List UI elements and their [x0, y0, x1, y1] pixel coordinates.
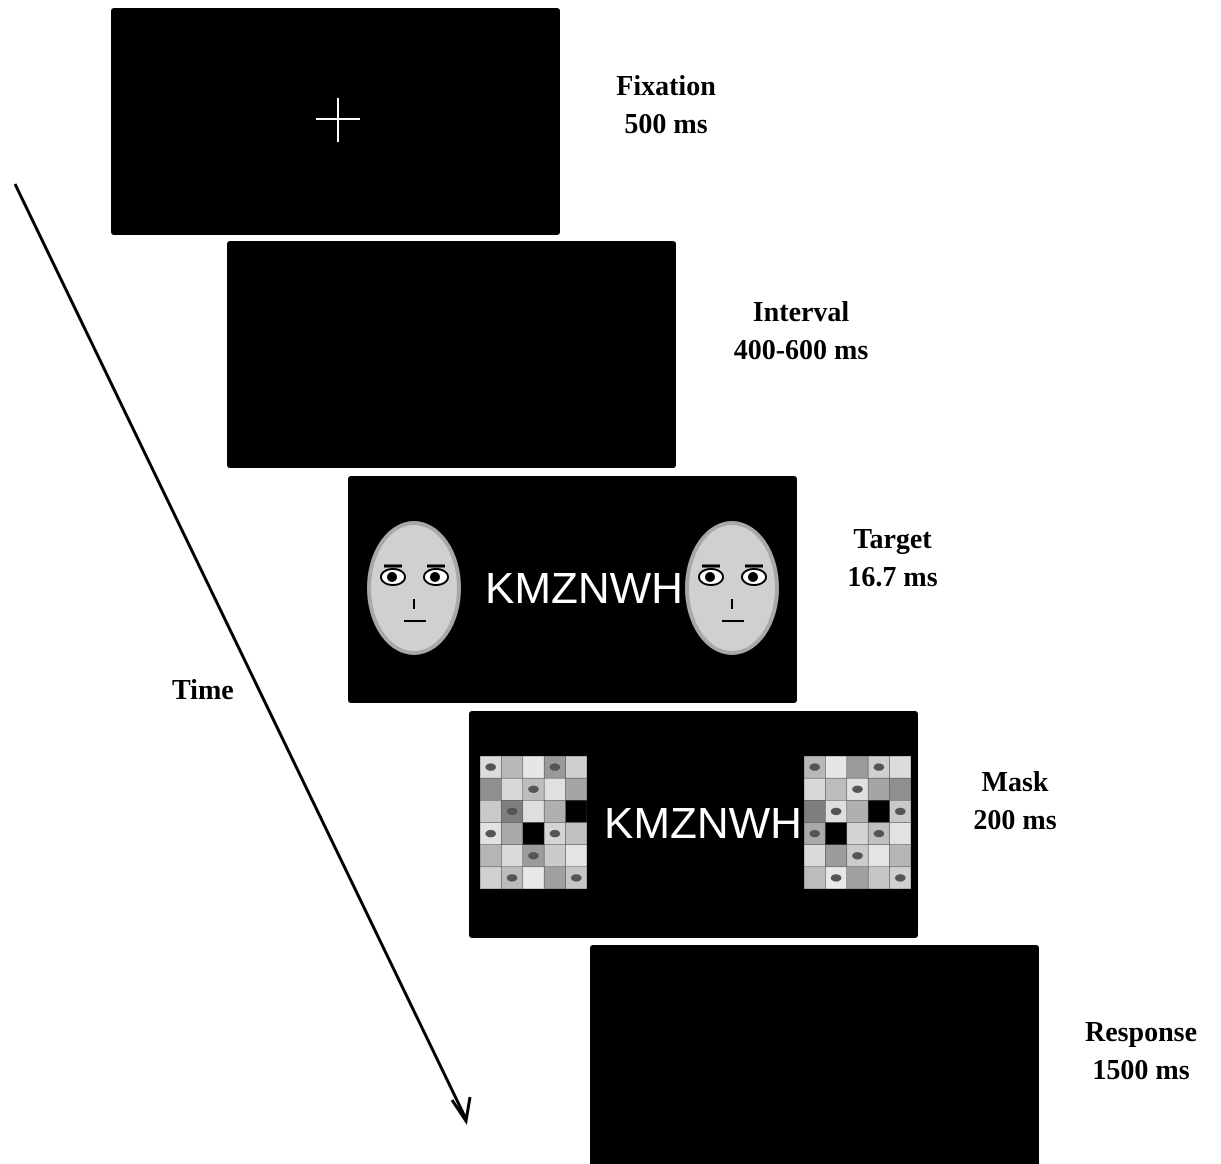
mask-tile — [480, 800, 502, 823]
mask-fragment — [528, 785, 539, 793]
mask-fragment — [852, 785, 863, 793]
fixation-screen — [111, 8, 560, 235]
mask-fragment — [571, 874, 582, 882]
mask-letter-string: KMZNWH — [604, 799, 802, 848]
mask-tile — [846, 822, 869, 845]
mask-tile — [543, 800, 566, 823]
mask-tile — [825, 777, 848, 801]
mask-fragment — [549, 763, 561, 771]
mask-fragment — [830, 807, 842, 816]
mask-tile — [889, 822, 911, 845]
stage-duration: 16.7 ms — [847, 562, 938, 593]
interval-screen — [227, 241, 676, 468]
time-label: Time — [172, 675, 234, 706]
stage-name: Interval — [752, 297, 850, 328]
mask-tile — [522, 756, 545, 779]
mask-tile — [543, 844, 566, 868]
mask-fragment — [506, 874, 518, 882]
mask-tile — [889, 844, 911, 868]
stage-name: Target — [853, 524, 932, 555]
mask-fragment — [852, 852, 863, 860]
fixation-cross-icon — [316, 98, 360, 142]
mask-tile — [825, 822, 848, 845]
mask-label: Mask 200 ms — [955, 764, 1075, 840]
mask-tile — [804, 777, 826, 801]
mask-tile — [480, 866, 502, 889]
stage-duration: 1500 ms — [1092, 1055, 1190, 1086]
mask-tile — [867, 777, 890, 801]
stage-duration: 400-600 ms — [733, 335, 869, 366]
mask-tile — [846, 756, 869, 779]
stage-name: Response — [1084, 1017, 1197, 1048]
mask-tile — [804, 800, 826, 823]
mask-fragment — [809, 829, 820, 838]
mask-tile — [889, 756, 911, 779]
mask-tile — [501, 777, 524, 801]
schematic-face-icon — [367, 521, 461, 655]
mask-tile — [480, 777, 502, 801]
mask-tile — [804, 844, 826, 868]
mask-fragment — [895, 874, 906, 882]
scrambled-face-mask-image — [480, 756, 587, 889]
mask-tile — [565, 844, 587, 868]
mask-tile — [543, 866, 566, 889]
schematic-face-icon — [685, 521, 779, 655]
mask-tile — [565, 777, 587, 801]
mask-tile — [565, 800, 587, 823]
mask-fragment — [485, 829, 496, 838]
target-label: Target 16.7 ms — [830, 521, 955, 597]
mask-tile — [565, 756, 587, 779]
mask-tile — [480, 844, 502, 868]
mask-tile — [522, 822, 545, 845]
mask-screen: KMZNWH — [469, 711, 918, 938]
mask-fragment — [895, 807, 906, 816]
mask-fragment — [485, 763, 496, 771]
mask-tile — [804, 866, 826, 889]
mask-fragment — [809, 763, 820, 771]
stage-name: Mask — [981, 767, 1049, 798]
mask-tile — [889, 777, 911, 801]
mask-tile — [501, 844, 524, 868]
mask-tile — [867, 844, 890, 868]
response-label: Response 1500 ms — [1066, 1014, 1216, 1090]
mask-tile — [867, 866, 890, 889]
mask-tile — [522, 800, 545, 823]
mask-tile — [501, 756, 524, 779]
mask-tile — [543, 777, 566, 801]
target-screen: KMZNWH — [348, 476, 797, 703]
interval-label: Interval 400-600 ms — [716, 294, 886, 370]
mask-tile — [846, 866, 869, 889]
mask-tile — [825, 844, 848, 868]
mask-fragment — [873, 829, 885, 838]
mask-fragment — [830, 874, 842, 882]
fixation-label: Fixation 500 ms — [596, 68, 736, 144]
mask-tile — [501, 822, 524, 845]
mask-tile — [825, 756, 848, 779]
mask-fragment — [873, 763, 885, 771]
stage-duration: 500 ms — [624, 109, 708, 140]
stage-name: Fixation — [616, 71, 716, 102]
mask-tile — [846, 800, 869, 823]
mask-tile — [867, 800, 890, 823]
response-screen — [590, 945, 1039, 1164]
scrambled-face-mask-image — [804, 756, 911, 889]
mask-fragment — [549, 829, 561, 838]
mask-fragment — [506, 807, 518, 816]
mask-tile — [565, 822, 587, 845]
mask-tile — [522, 866, 545, 889]
stage-duration: 200 ms — [973, 805, 1057, 836]
target-letter-string: KMZNWH — [485, 564, 683, 613]
mask-fragment — [528, 852, 539, 860]
